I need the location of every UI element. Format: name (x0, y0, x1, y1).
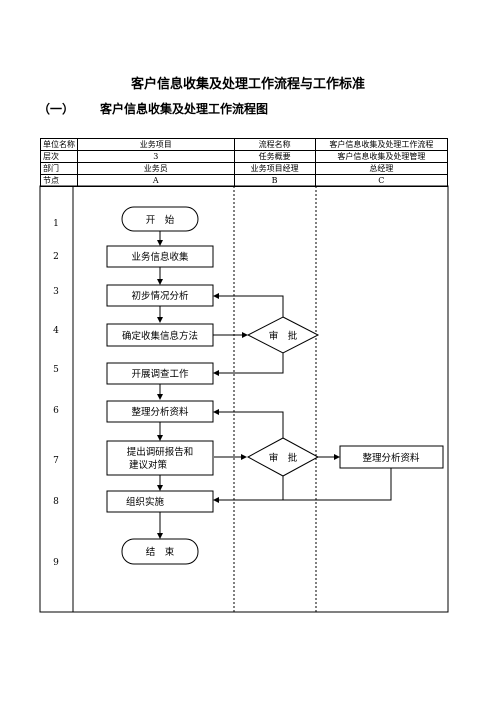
connector (213, 468, 392, 503)
row-number: 1 (53, 219, 59, 229)
implement-label: 组织实施 (126, 496, 165, 508)
row-number: 7 (53, 456, 59, 466)
organize-c-label: 整理分析资料 (362, 452, 420, 464)
connector-return (213, 293, 284, 317)
implement-process: 组织实施 (106, 490, 214, 513)
approve-label-2: 审 批 (269, 452, 298, 464)
analyze-process: 初步情况分析 (106, 284, 214, 307)
approve-label-1: 审 批 (269, 330, 298, 342)
row-number: 3 (53, 287, 59, 297)
method-process: 确定收集信息方法 (106, 323, 214, 347)
report-process: 提出调研报告和 建议对策 (106, 440, 214, 476)
approve-decision-1: 审 批 (246, 316, 320, 354)
section-title: 客户信息收集及处理工作流程图 (100, 102, 269, 116)
connector (213, 353, 284, 376)
row-number: 2 (53, 252, 59, 262)
survey-label: 开展调查工作 (131, 368, 189, 380)
start-node: 开 始 (121, 206, 199, 232)
row-number: 9 (53, 558, 59, 568)
report-label-line1: 提出调研报告和 (127, 446, 194, 458)
organize-c-process: 整理分析资料 (339, 445, 444, 469)
survey-process: 开展调查工作 (106, 362, 214, 385)
section-number: （一） (38, 102, 75, 116)
collect-label: 业务信息收集 (131, 251, 189, 263)
row-number: 6 (53, 406, 59, 416)
collect-process: 业务信息收集 (106, 245, 214, 268)
report-label-line2: 建议对策 (129, 459, 168, 471)
document-title: 客户信息收集及处理工作流程与工作标准 (130, 77, 365, 92)
flow-frame (39, 185, 449, 613)
row-number: 4 (53, 326, 59, 336)
organize-label: 整理分析资料 (131, 406, 189, 418)
start-label: 开 始 (146, 214, 175, 226)
row-number: 8 (53, 497, 59, 507)
row-number: 5 (53, 365, 59, 375)
connector-return (213, 409, 284, 438)
method-label: 确定收集信息方法 (122, 330, 198, 342)
header-row-node: 节点 A B C (40, 174, 449, 187)
end-node: 结 束 (121, 538, 199, 565)
end-label: 结 束 (146, 546, 175, 558)
approve-decision-2: 审 批 (246, 437, 320, 477)
analyze-label: 初步情况分析 (131, 290, 189, 302)
process-header-table: 单位名称 业务项目 流程名称 客户信息收集及处理工作流程 层次 3 任务概要 客… (40, 138, 449, 187)
section-heading: （一） 客户信息收集及处理工作流程图 (38, 100, 268, 117)
header-row-level: 层次 3 任务概要 客户信息收集及处理管理 (40, 150, 449, 163)
header-row-department: 部门 业务员 业务项目经理 总经理 (40, 162, 449, 175)
organize-process: 整理分析资料 (106, 400, 214, 423)
